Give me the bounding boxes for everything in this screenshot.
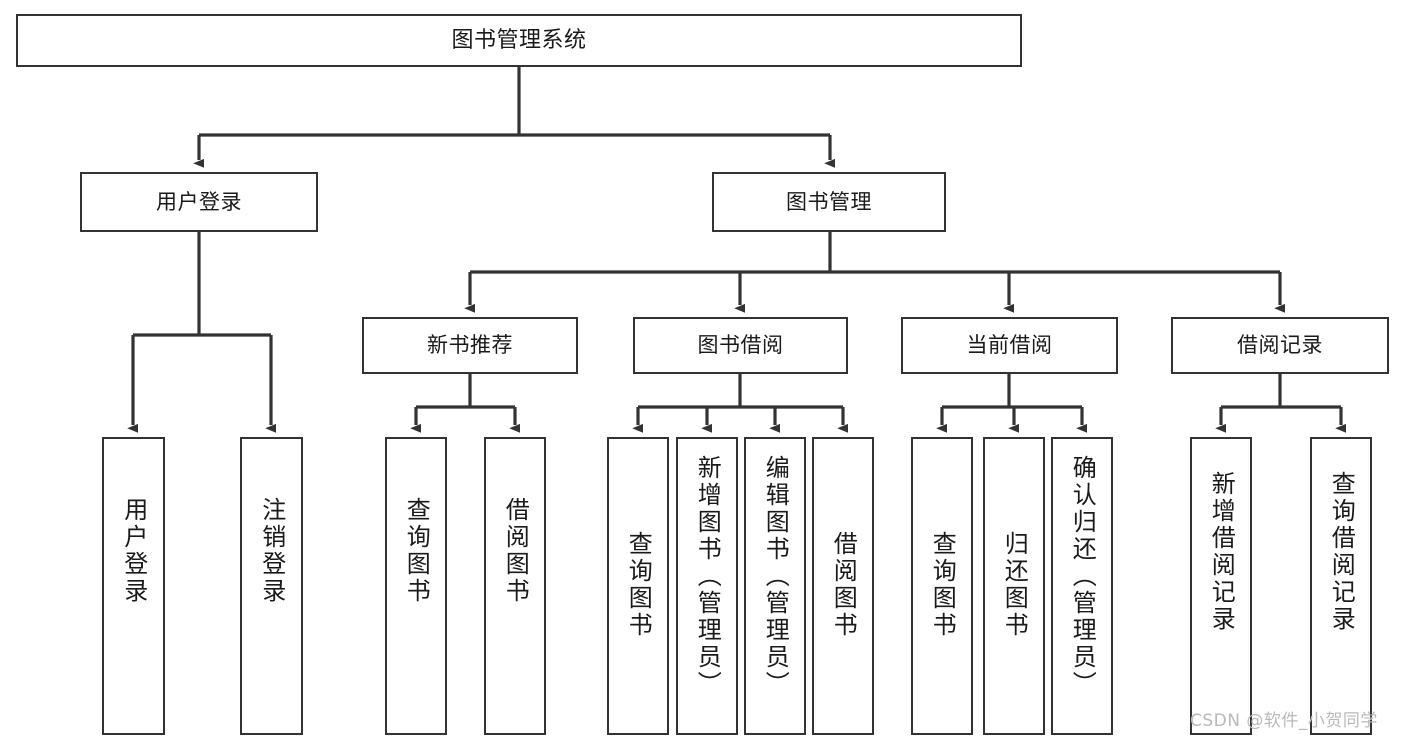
node-leaf-query-book-bb-label: 查询图书 — [624, 531, 653, 639]
node-leaf-query-book-bb[interactable]: 查询图书 — [607, 437, 669, 735]
node-book-manage[interactable]: 图书管理 — [712, 172, 946, 232]
node-current-borrow-label: 当前借阅 — [966, 333, 1053, 358]
node-leaf-query-record[interactable]: 查询借阅记录 — [1310, 437, 1372, 735]
node-leaf-query-book-rec-label: 查询图书 — [402, 497, 431, 605]
node-leaf-return-book[interactable]: 归还图书 — [983, 437, 1045, 735]
node-leaf-user-logout-label: 注销登录 — [257, 497, 286, 605]
node-borrow-record[interactable]: 借阅记录 — [1171, 317, 1389, 374]
node-book-borrow[interactable]: 图书借阅 — [633, 317, 848, 374]
node-user-login[interactable]: 用户登录 — [80, 172, 318, 232]
node-leaf-add-book[interactable]: 新增图书（管理员） — [676, 437, 738, 735]
node-leaf-borrow-book-rec[interactable]: 借阅图书 — [484, 437, 546, 735]
node-user-login-label: 用户登录 — [156, 189, 242, 214]
node-leaf-add-record-label: 新增借阅记录 — [1207, 471, 1236, 633]
node-leaf-query-record-label: 查询借阅记录 — [1327, 471, 1356, 633]
node-leaf-borrow-book-bb[interactable]: 借阅图书 — [812, 437, 874, 735]
csdn-watermark: CSDN @软件_小贺同学 — [1190, 711, 1378, 731]
node-leaf-borrow-book-bb-label: 借阅图书 — [829, 531, 858, 639]
node-leaf-return-book-label: 归还图书 — [1000, 531, 1029, 639]
node-leaf-user-login-label: 用户登录 — [119, 497, 148, 605]
node-book-manage-label: 图书管理 — [786, 189, 872, 214]
node-book-borrow-label: 图书借阅 — [697, 333, 784, 358]
node-leaf-query-book-cb[interactable]: 查询图书 — [911, 437, 973, 735]
node-leaf-query-book-cb-label: 查询图书 — [928, 531, 957, 639]
node-new-book-rec-label: 新书推荐 — [427, 333, 513, 358]
node-leaf-query-book-rec[interactable]: 查询图书 — [385, 437, 447, 735]
node-new-book-rec[interactable]: 新书推荐 — [362, 317, 578, 374]
node-leaf-add-book-label: 新增图书（管理员） — [693, 455, 722, 698]
node-leaf-confirm-return[interactable]: 确认归还（管理员） — [1051, 437, 1113, 735]
node-root[interactable]: 图书管理系统 — [16, 14, 1022, 67]
node-current-borrow[interactable]: 当前借阅 — [901, 317, 1118, 374]
node-leaf-edit-book[interactable]: 编辑图书（管理员） — [744, 437, 806, 735]
node-leaf-edit-book-label: 编辑图书（管理员） — [761, 455, 790, 698]
node-leaf-user-login[interactable]: 用户登录 — [102, 437, 165, 735]
node-leaf-confirm-return-label: 确认归还（管理员） — [1068, 455, 1097, 698]
node-leaf-borrow-book-rec-label: 借阅图书 — [501, 497, 530, 605]
node-leaf-add-record[interactable]: 新增借阅记录 — [1190, 437, 1252, 735]
node-borrow-record-label: 借阅记录 — [1237, 333, 1323, 358]
node-root-label: 图书管理系统 — [451, 27, 587, 53]
node-leaf-user-logout[interactable]: 注销登录 — [240, 437, 303, 735]
